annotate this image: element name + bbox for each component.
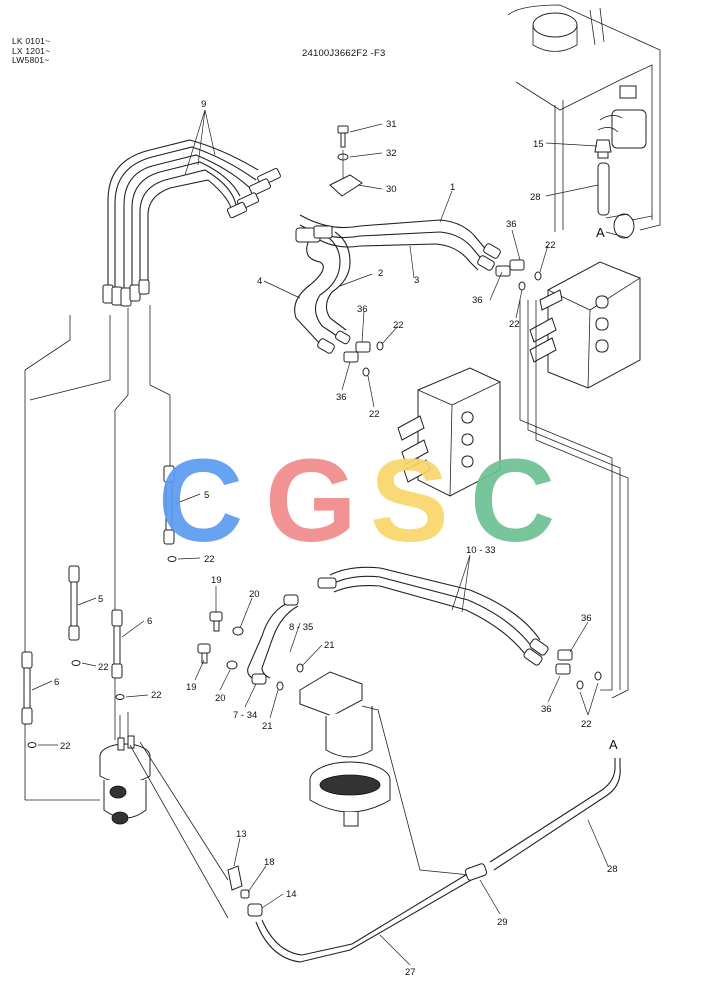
fitting-18 [240, 889, 250, 899]
callout-19-a: 19 [211, 575, 222, 586]
cgsc-watermark: C G S C [158, 445, 555, 555]
swivel-to-elbow-line [139, 741, 229, 881]
callout-22-i: 22 [581, 719, 592, 730]
hose-6-left [21, 651, 33, 725]
callout-22-h: 22 [60, 741, 71, 752]
callout-5-a: 5 [204, 490, 209, 501]
callout-3: 3 [414, 275, 419, 286]
control-valve-center [397, 367, 501, 497]
hose-10-33 [317, 566, 573, 675]
callout-9: 9 [201, 99, 206, 110]
control-valve-right [529, 261, 641, 389]
callout-36-e: 36 [581, 613, 592, 624]
callout-7-34: 7 - 34 [233, 710, 257, 721]
hydraulic-tank [507, 4, 661, 239]
callout-2: 2 [378, 268, 383, 279]
bolt-31 [337, 125, 349, 148]
callout-20-a: 20 [249, 589, 260, 600]
callout-6-a: 6 [147, 616, 152, 627]
pipe-2-4 [294, 225, 351, 354]
callout-5-b: 5 [98, 594, 103, 605]
callout-30: 30 [386, 184, 397, 195]
connector-29 [464, 863, 488, 881]
callout-22-e: 22 [204, 554, 215, 565]
callout-21-b: 21 [262, 721, 273, 732]
model-line-3: LW5801~ [12, 55, 50, 65]
leader-lines [31, 109, 609, 966]
callout-22-a: 22 [545, 240, 556, 251]
hose-5-upper [163, 465, 175, 545]
connectors-36-upper [343, 259, 542, 377]
callout-1: 1 [450, 182, 455, 193]
callout-10-33: 10 - 33 [466, 545, 496, 556]
hose-6-right [111, 609, 123, 679]
swivel-joint [99, 712, 151, 825]
callout-15: 15 [533, 139, 544, 150]
watermark-letter-s: S [370, 445, 449, 555]
swing-motor [299, 671, 471, 876]
callout-36-a: 36 [506, 219, 517, 230]
reference-a-top: A [596, 225, 605, 240]
callout-22-c: 22 [393, 320, 404, 331]
watermark-letter-g: G [265, 445, 357, 555]
callout-labels: 9 31 32 30 1 2 3 4 36 36 22 22 36 22 36 … [54, 99, 618, 978]
model-list: LK 0101~ LX 1201~ LW5801~ [12, 36, 51, 66]
return-lines-right [519, 300, 629, 699]
callout-22-g: 22 [151, 690, 162, 701]
pipe-1-3 [299, 214, 501, 271]
model-line-2: LX 1201~ [12, 45, 51, 56]
callout-14: 14 [286, 889, 297, 900]
callout-8-35: 8 - 35 [289, 622, 313, 633]
callout-22-f: 22 [98, 662, 109, 673]
tank-pipe-28 [597, 162, 610, 216]
callout-19-b: 19 [186, 682, 197, 693]
callout-36-c: 36 [357, 304, 368, 315]
callout-13: 13 [236, 829, 247, 840]
o-rings-21 [276, 663, 304, 691]
callout-6-b: 6 [54, 677, 59, 688]
watermark-letter-c2: C [470, 445, 555, 555]
elbow-13 [227, 865, 243, 891]
tank-fitting-15 [594, 139, 612, 159]
pipe-7-34 [247, 594, 299, 685]
callout-22-d: 22 [369, 409, 380, 420]
hose-5-lower [68, 565, 80, 641]
hose-28 [489, 758, 621, 871]
callout-20-b: 20 [215, 693, 226, 704]
left-routing-lines [24, 305, 171, 801]
bolts-19 [197, 611, 223, 664]
callout-32: 32 [386, 148, 397, 159]
drawing-number: 24100J3662F2 -F3 [302, 48, 386, 59]
swivel-to-hose-line [129, 744, 229, 919]
callout-29: 29 [497, 917, 508, 928]
callout-27: 27 [405, 967, 416, 978]
model-line-1: LK 0101~ [12, 36, 51, 46]
clamp-30 [329, 150, 363, 197]
callout-18: 18 [264, 857, 275, 868]
callout-28-b: 28 [607, 864, 618, 875]
callout-31: 31 [386, 119, 397, 130]
callout-22-b: 22 [509, 319, 520, 330]
callout-36-f: 36 [541, 704, 552, 715]
hose-27 [255, 869, 479, 963]
callout-36-d: 36 [336, 392, 347, 403]
hose-bundle-9 [102, 139, 281, 307]
washers-20 [226, 626, 244, 670]
callout-28-a: 28 [530, 192, 541, 203]
callout-36-b: 36 [472, 295, 483, 306]
reference-a-bottom: A [609, 737, 618, 752]
callout-21-a: 21 [324, 640, 335, 651]
fitting-14 [247, 903, 263, 917]
o-rings-22 [27, 556, 602, 748]
callout-4: 4 [257, 276, 262, 287]
watermark-letter-c1: C [158, 445, 243, 555]
